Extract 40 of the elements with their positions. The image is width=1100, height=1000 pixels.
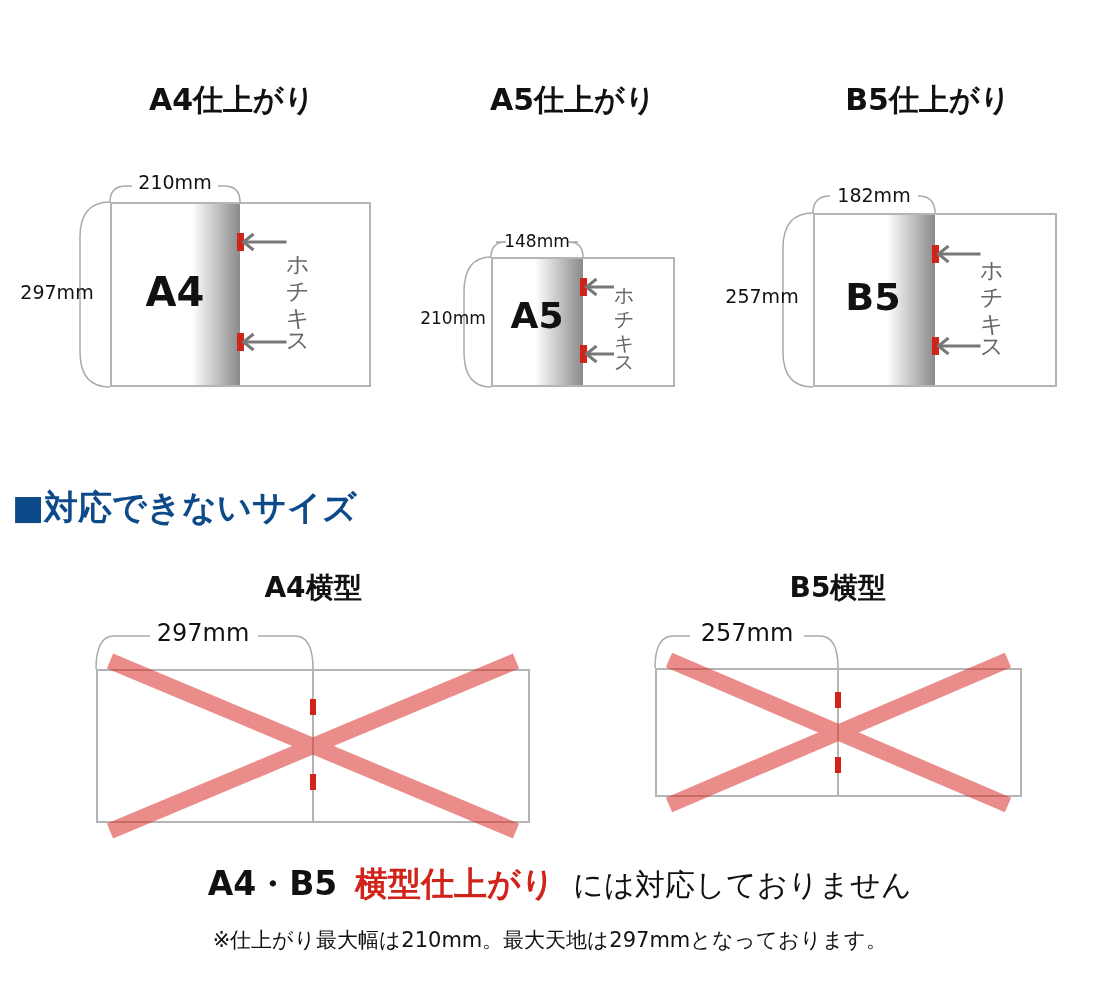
dimension-label: 257mm [700, 621, 794, 645]
staple-mark [835, 692, 841, 708]
size-label: A5 [510, 298, 564, 334]
arrow [937, 244, 981, 264]
dimension-label: 210mm [420, 309, 486, 327]
size-heading: B5横型 [789, 574, 887, 602]
notice-text: A4・B5 [207, 863, 338, 905]
arrow [937, 336, 981, 356]
staple-mark [236, 233, 244, 251]
staple-mark [579, 278, 587, 296]
staple-mark [931, 245, 939, 263]
notice-text: 横型仕上がり [355, 863, 556, 905]
dimension-label: 182mm [837, 185, 911, 205]
staple-label: ホチキス [980, 246, 1004, 350]
size-heading: A4横型 [264, 574, 362, 602]
dimension-label: 297mm [156, 621, 250, 645]
note-text: ※仕上がり最大幅は210mm。最大天地は297mmとなっております。 [212, 929, 888, 951]
staple-mark [579, 345, 587, 363]
dimension-label: 210mm [138, 172, 212, 192]
staple-mark [236, 333, 244, 351]
staple-mark [310, 774, 316, 790]
staple-mark [310, 699, 316, 715]
staple-mark [931, 337, 939, 355]
size-label: B5 [845, 278, 901, 316]
dimension-label: 148mm [504, 232, 570, 250]
staple-label: ホチキス [614, 274, 634, 366]
size-heading: A4仕上がり [148, 85, 316, 115]
dimension-label: 297mm [20, 282, 94, 302]
size-heading: A5仕上がり [489, 85, 657, 115]
size-label: A4 [145, 272, 205, 312]
notice-text: には対応しておりません [573, 866, 913, 904]
staple-mark [835, 757, 841, 773]
arrow [242, 332, 287, 352]
size-heading: B5仕上がり [845, 85, 1011, 115]
section-heading: ■対応できないサイズ [12, 490, 358, 524]
staple-label: ホチキス [286, 240, 310, 344]
arrow [585, 277, 614, 297]
dimension-label: 257mm [725, 286, 799, 306]
arrow [585, 344, 614, 364]
arrow [242, 232, 287, 252]
